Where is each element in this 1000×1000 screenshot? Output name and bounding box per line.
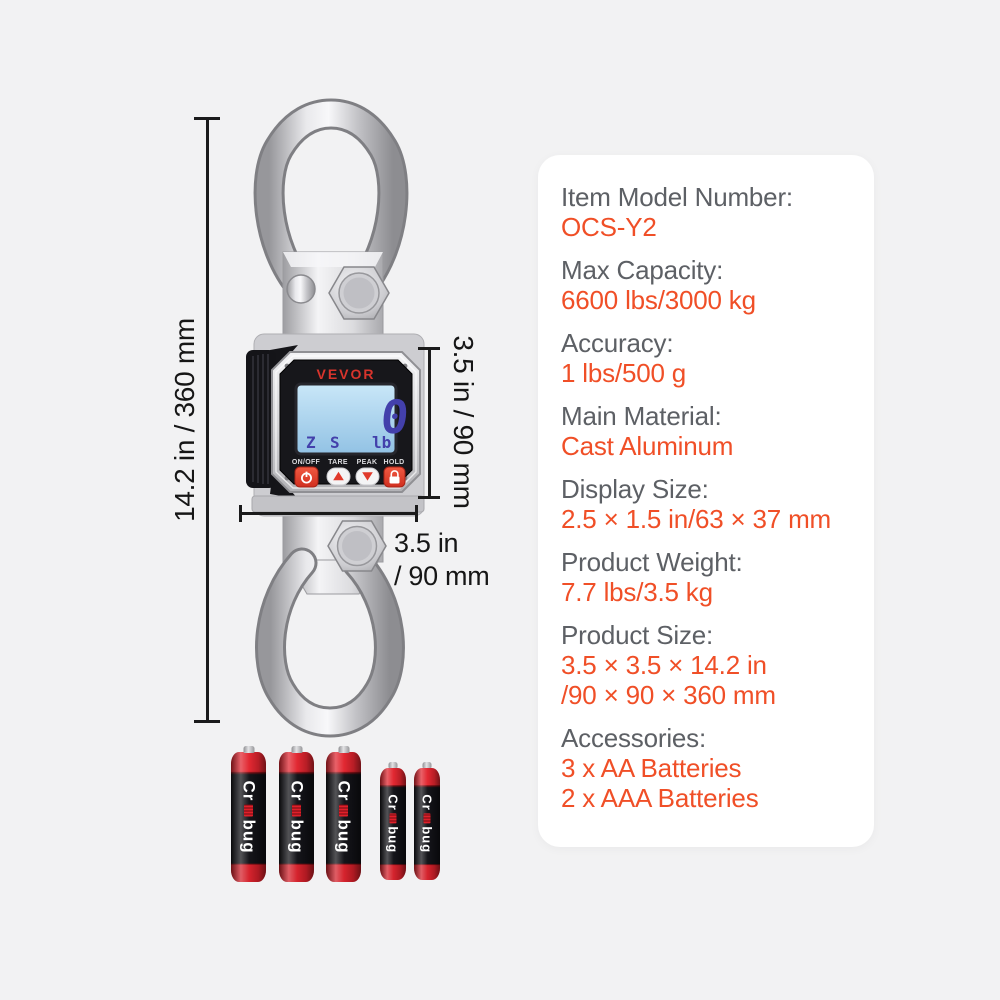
spec-label: Display Size: bbox=[561, 474, 709, 504]
triangle-up-icon bbox=[333, 471, 344, 481]
peak-button[interactable] bbox=[355, 467, 380, 486]
lcd-indicator-unit: lb bbox=[372, 433, 391, 452]
width-label-line1: 3.5 in bbox=[394, 528, 459, 558]
overall-height-label: 14.2 in / 360 mm bbox=[169, 318, 200, 522]
spec-item: Accuracy: 1 lbs/500 g bbox=[561, 328, 858, 388]
height-dim-bottom-cap bbox=[194, 720, 220, 723]
spec-item: Main Material: Cast Aluminum bbox=[561, 401, 858, 461]
lock-icon bbox=[389, 470, 400, 484]
battery-terminal bbox=[243, 746, 254, 753]
display-dim-bottom-cap bbox=[418, 496, 440, 499]
onoff-button-label: ON/OFF bbox=[292, 459, 321, 466]
width-label-line2: / 90 mm bbox=[394, 561, 490, 591]
spec-label: Item Model Number: bbox=[561, 182, 793, 212]
bottom-shackle-pin bbox=[327, 520, 387, 572]
width-dim-right-cap bbox=[415, 505, 418, 522]
spec-label: Product Weight: bbox=[561, 547, 743, 577]
spec-value: 2.5 × 1.5 in/63 × 37 mm bbox=[561, 504, 832, 534]
brand-dot-icon bbox=[244, 804, 253, 817]
spec-value: 7.7 lbs/3.5 kg bbox=[561, 577, 713, 607]
height-dim-top-cap bbox=[194, 117, 220, 120]
spec-value: OCS-Y2 bbox=[561, 212, 657, 242]
onoff-button[interactable] bbox=[294, 466, 319, 488]
spec-label: Accuracy: bbox=[561, 328, 674, 358]
spec-item: Product Weight: 7.7 lbs/3.5 kg bbox=[561, 547, 858, 607]
spec-card: Item Model Number: OCS-Y2 Max Capacity: … bbox=[538, 155, 874, 847]
bottom-shackle bbox=[255, 520, 405, 738]
battery-terminal bbox=[422, 762, 432, 768]
battery-terminal bbox=[388, 762, 398, 768]
brand-dot-icon bbox=[389, 813, 397, 824]
peak-button-label: PEAK bbox=[357, 459, 378, 466]
lcd-reading: 0 bbox=[378, 390, 411, 444]
spec-item: Max Capacity: 6600 lbs/3000 kg bbox=[561, 255, 858, 315]
spec-item: Accessories: 3 x AA Batteries 2 x AAA Ba… bbox=[561, 723, 858, 813]
brand-logo: VEVOR bbox=[316, 366, 375, 382]
display-height-dimension-line bbox=[428, 348, 431, 497]
battery-terminal bbox=[338, 746, 349, 753]
spec-item: Product Size: 3.5 × 3.5 × 14.2 in /90 × … bbox=[561, 620, 858, 710]
display-module: VEVOR 0 Z S lb ON/OFF TARE PEAK HOLD bbox=[246, 333, 425, 517]
spec-item: Item Model Number: OCS-Y2 bbox=[561, 182, 858, 242]
spec-value: 6600 lbs/3000 kg bbox=[561, 285, 756, 315]
lcd-indicator-stable: S bbox=[330, 433, 340, 452]
spec-label: Max Capacity: bbox=[561, 255, 724, 285]
width-dimension-line bbox=[240, 512, 417, 515]
spec-value: 1 lbs/500 g bbox=[561, 358, 687, 388]
spec-value: Cast Aluminum bbox=[561, 431, 734, 461]
hold-button-label: HOLD bbox=[383, 459, 404, 466]
power-icon bbox=[300, 471, 312, 484]
top-shackle-pin bbox=[286, 266, 390, 320]
lcd-indicator-zero: Z bbox=[306, 433, 316, 452]
triangle-down-icon bbox=[362, 472, 373, 481]
height-dimension-line bbox=[206, 118, 209, 722]
lcd-display: 0 Z S lb bbox=[294, 382, 412, 456]
hold-button[interactable] bbox=[383, 466, 406, 488]
spec-value: 3 x AA Batteries bbox=[561, 753, 742, 783]
brand-dot-icon bbox=[339, 804, 348, 817]
spec-label: Main Material: bbox=[561, 401, 722, 431]
spec-item: Display Size: 2.5 × 1.5 in/63 × 37 mm bbox=[561, 474, 858, 534]
spec-value: 3.5 × 3.5 × 14.2 in bbox=[561, 650, 767, 680]
brand-dot-icon bbox=[423, 813, 431, 824]
spec-value: 2 x AAA Batteries bbox=[561, 783, 759, 813]
bottom-plate bbox=[251, 495, 425, 513]
spec-label: Accessories: bbox=[561, 723, 706, 753]
spec-label: Product Size: bbox=[561, 620, 714, 650]
top-shackle bbox=[253, 98, 409, 303]
display-height-label: 3.5 in / 90 mm bbox=[448, 335, 479, 509]
battery-terminal bbox=[291, 746, 302, 753]
tare-button[interactable] bbox=[326, 467, 351, 486]
rubber-bumper bbox=[246, 350, 276, 488]
display-dim-top-cap bbox=[418, 347, 440, 350]
width-dim-left-cap bbox=[239, 505, 242, 522]
width-label: 3.5 in / 90 mm bbox=[394, 527, 490, 593]
tare-button-label: TARE bbox=[328, 459, 348, 466]
brand-dot-icon bbox=[292, 804, 301, 817]
spec-value: /90 × 90 × 360 mm bbox=[561, 680, 776, 710]
